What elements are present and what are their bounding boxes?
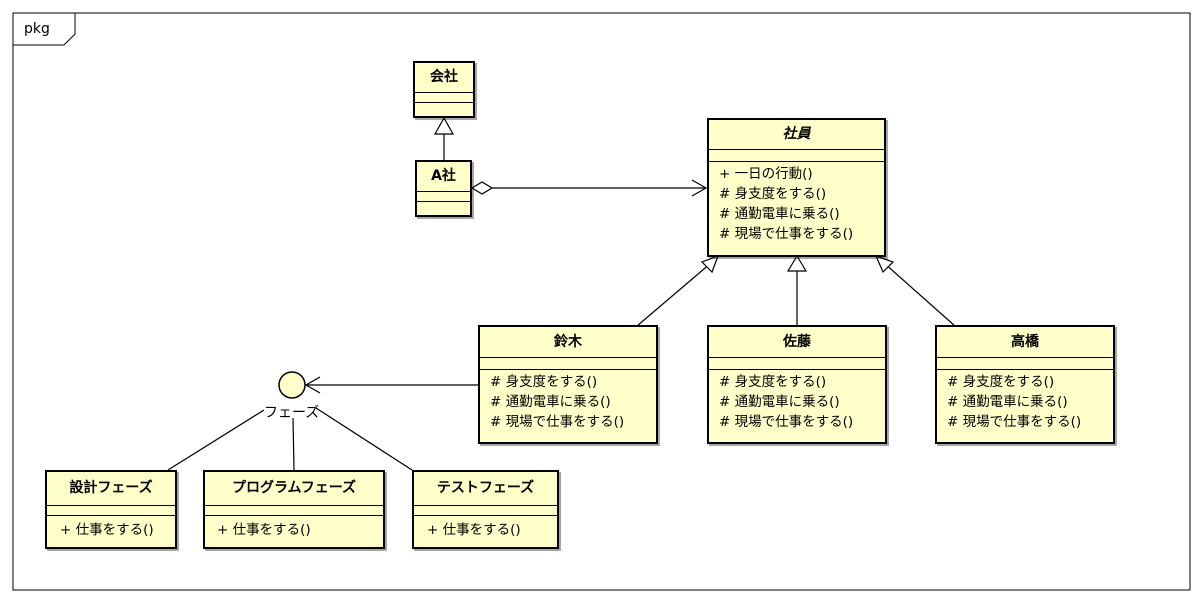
operation: # 身支度をする() — [719, 186, 827, 202]
class-name: 高橋 — [937, 327, 1113, 358]
class-suzuki[interactable]: 鈴木 # 身支度をする() # 通勤電車に乗る() # 現場で仕事をする() — [478, 325, 658, 444]
aggregation-diamond — [470, 181, 494, 195]
operations-compartment: + 仕事をする() — [47, 516, 175, 540]
class-name: 会社 — [415, 63, 473, 93]
interface-circle — [278, 371, 306, 399]
class-sekkei-phase[interactable]: 設計フェーズ + 仕事をする() — [45, 470, 177, 549]
operation: # 現場で仕事をする() — [719, 226, 854, 242]
operation: + 一日の行動() — [719, 166, 813, 182]
operation: # 通勤電車に乗る() — [719, 206, 840, 222]
generalization-arrowhead — [786, 254, 808, 272]
operations-compartment: + 一日の行動() # 身支度をする() # 通勤電車に乗る() # 現場で仕事… — [709, 162, 884, 244]
operations-compartment: # 身支度をする() # 通勤電車に乗る() # 現場で仕事をする() — [709, 370, 885, 432]
realization-line — [315, 407, 413, 471]
class-name: 佐藤 — [709, 327, 885, 358]
class-name: 設計フェーズ — [47, 472, 175, 506]
attributes-compartment — [709, 150, 884, 162]
attributes-compartment — [709, 358, 885, 370]
operation: # 通勤電車に乗る() — [947, 394, 1068, 410]
frame-border — [12, 12, 1191, 591]
class-shain[interactable]: 社員 + 一日の行動() # 身支度をする() # 通勤電車に乗る() # 現場… — [707, 118, 886, 257]
class-name: 社員 — [709, 120, 884, 150]
operation: # 通勤電車に乗る() — [490, 394, 611, 410]
operation: + 仕事をする() — [427, 522, 521, 538]
operation: + 仕事をする() — [60, 522, 154, 538]
attributes-compartment — [417, 192, 470, 202]
operations-compartment: # 身支度をする() # 通勤電車に乗る() # 現場で仕事をする() — [937, 370, 1113, 432]
operations-compartment: + 仕事をする() — [414, 516, 557, 540]
generalization-line — [636, 262, 712, 327]
operation: # 現場で仕事をする() — [490, 414, 625, 430]
operation: # 身支度をする() — [490, 374, 598, 390]
class-program-phase[interactable]: プログラムフェーズ + 仕事をする() — [203, 470, 385, 549]
attributes-compartment — [205, 506, 383, 516]
realization-line — [167, 409, 265, 471]
operations-compartment: # 身支度をする() # 通勤電車に乗る() # 現場で仕事をする() — [480, 370, 656, 432]
frame-tab — [13, 12, 76, 46]
generalization-arrowhead — [433, 116, 455, 135]
interface-label: フェーズ — [264, 405, 320, 421]
class-name: テストフェーズ — [414, 472, 557, 506]
operation: # 現場で仕事をする() — [947, 414, 1082, 430]
realization-line — [292, 417, 295, 471]
operation: # 身支度をする() — [719, 374, 827, 390]
operation: # 現場で仕事をする() — [719, 414, 854, 430]
class-kaisha[interactable]: 会社 — [413, 61, 475, 118]
operations-compartment: + 仕事をする() — [205, 516, 383, 540]
operation: # 身支度をする() — [947, 374, 1055, 390]
class-name: A社 — [417, 162, 470, 192]
generalization-arrowhead — [874, 254, 895, 274]
dependency-arrowhead — [304, 376, 321, 394]
class-test-phase[interactable]: テストフェーズ + 仕事をする() — [412, 470, 559, 549]
class-sato[interactable]: 佐藤 # 身支度をする() # 通勤電車に乗る() # 現場で仕事をする() — [707, 325, 887, 444]
attributes-compartment — [937, 358, 1113, 370]
class-takahashi[interactable]: 高橋 # 身支度をする() # 通勤電車に乗る() # 現場で仕事をする() — [935, 325, 1115, 444]
frame-label: pkg — [24, 21, 50, 37]
class-name: プログラムフェーズ — [205, 472, 383, 506]
attributes-compartment — [415, 93, 473, 103]
operation: + 仕事をする() — [217, 522, 311, 538]
generalization-line — [883, 262, 956, 327]
class-name: 鈴木 — [480, 327, 656, 358]
attributes-compartment — [414, 506, 557, 516]
class-a-sha[interactable]: A社 — [415, 160, 472, 217]
association-arrowhead — [691, 179, 708, 197]
attributes-compartment — [47, 506, 175, 516]
generalization-arrowhead — [700, 254, 720, 274]
attributes-compartment — [480, 358, 656, 370]
operation: # 通勤電車に乗る() — [719, 394, 840, 410]
